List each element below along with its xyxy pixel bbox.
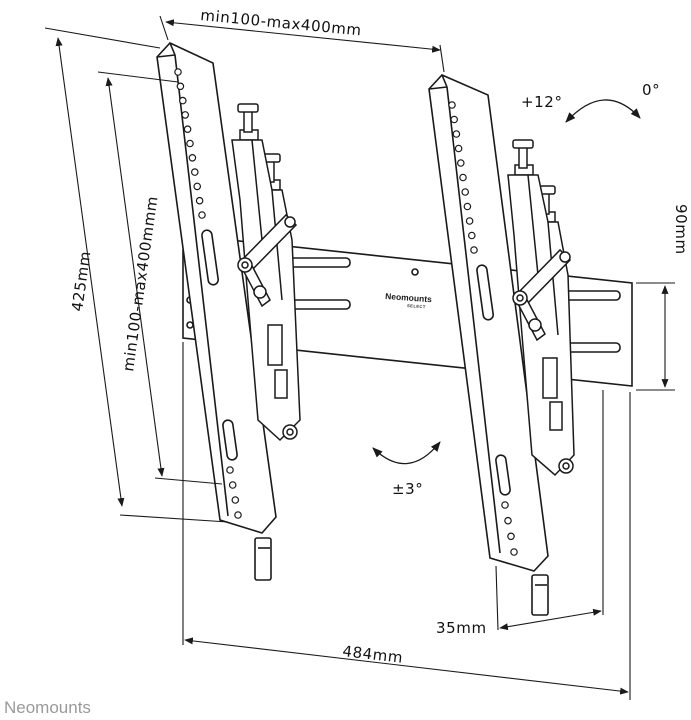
left-arm-holes	[174, 68, 242, 519]
mounting-hole	[456, 159, 465, 167]
brand-plate-sub: SELECT	[407, 303, 426, 309]
mounting-hole	[193, 182, 202, 191]
label-vertical-range: min100-max400mmm	[119, 195, 161, 373]
mounting-hole	[228, 481, 237, 489]
right-arm-holes	[448, 101, 518, 556]
label-tilt-forward: +12°	[521, 93, 563, 111]
mounting-hole	[454, 144, 463, 153]
brand-plate: Neomounts SELECT	[385, 291, 433, 309]
label-top-width: min100-max400mm	[200, 6, 363, 39]
mounting-hole	[461, 188, 470, 196]
mounting-hole	[183, 125, 192, 134]
dimension-rail-height	[636, 282, 675, 391]
mounting-hole	[504, 516, 512, 525]
label-tilt-neutral: 0°	[642, 81, 660, 99]
dimension-overall-width	[182, 342, 631, 700]
mounting-hole	[501, 501, 509, 509]
mounting-hole	[510, 548, 518, 556]
label-swivel: ±3°	[392, 480, 423, 498]
swivel-arrow	[372, 441, 441, 465]
mounting-hole	[450, 115, 459, 124]
mounting-hole	[470, 246, 478, 254]
mounting-hole	[452, 130, 461, 138]
mounting-hole	[179, 96, 187, 105]
label-overall-width: 484mm	[342, 642, 405, 667]
mounting-hole	[465, 217, 474, 225]
dimension-vertical-range	[97, 71, 223, 485]
dimension-top-width	[159, 15, 445, 73]
label-overall-height: 425mm	[68, 250, 94, 313]
mounting-hole	[188, 154, 197, 162]
label-rail-height: 90mm	[672, 204, 690, 255]
mounting-hole	[176, 82, 185, 91]
brand-plate-name: Neomounts	[385, 291, 433, 304]
mounting-hole	[198, 211, 206, 219]
mounting-hole	[459, 173, 467, 182]
mounting-hole	[226, 466, 234, 474]
right-arm	[428, 74, 549, 616]
mounting-hole	[186, 139, 194, 148]
footer-brand-logo: Neomounts	[4, 698, 91, 717]
mounting-hole	[234, 511, 242, 519]
mounting-hole	[181, 111, 190, 119]
label-wall-depth: 35mm	[436, 619, 487, 637]
mounting-hole	[174, 68, 182, 76]
mounting-hole	[448, 101, 456, 109]
dimension-wall-depth	[495, 390, 604, 631]
mounting-hole	[507, 532, 515, 541]
right-mechanism	[507, 139, 575, 477]
left-mechanism	[231, 103, 301, 442]
left-arm	[156, 42, 277, 581]
mounting-hole	[191, 168, 199, 176]
mounting-hole	[467, 231, 476, 240]
tilt-arrow	[565, 99, 641, 123]
mounting-hole	[195, 196, 204, 205]
mounting-hole	[231, 496, 240, 504]
mounting-hole	[463, 202, 472, 211]
